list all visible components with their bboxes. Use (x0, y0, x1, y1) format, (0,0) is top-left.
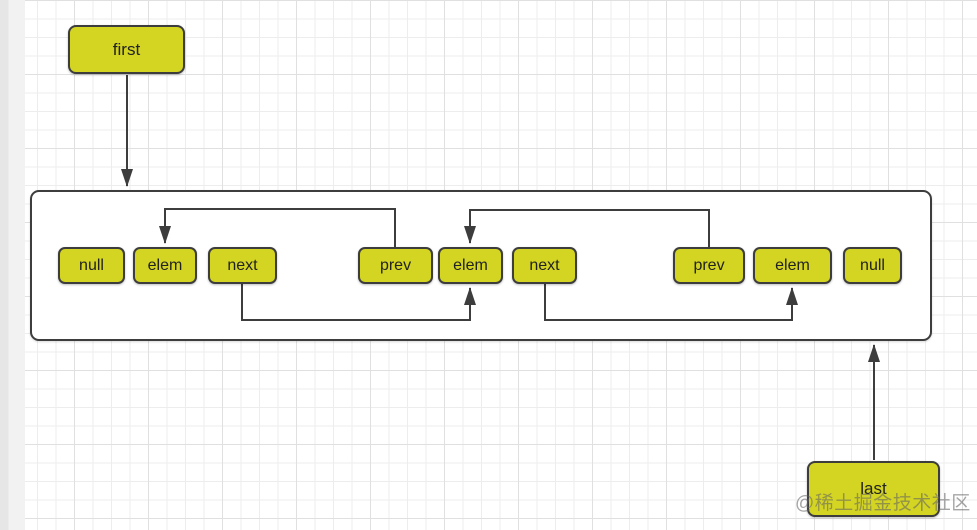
node-prev-2: prev (673, 247, 745, 284)
node-last-label: last (860, 479, 887, 498)
node-label: elem (147, 256, 183, 274)
node-label: null (860, 256, 885, 274)
node-elem-3: elem (753, 247, 832, 284)
node-label: next (529, 256, 560, 274)
connector-prev2-to-elem2 (464, 209, 710, 247)
connector-next2-to-elem3 (544, 284, 798, 321)
connector-next1-to-elem2 (241, 284, 476, 321)
node-label: null (79, 256, 104, 274)
node-last: last (807, 461, 940, 517)
node-first: first (68, 25, 185, 74)
node-label: elem (775, 256, 810, 274)
node-elem-1: elem (133, 247, 197, 284)
node-elem-2: elem (438, 247, 503, 284)
node-null-1: null (58, 247, 125, 284)
node-next-1: next (208, 247, 277, 284)
watermark: @稀土掘金技术社区 (795, 493, 971, 514)
canvas-left-edge (0, 0, 25, 530)
node-null-2: null (843, 247, 902, 284)
node-label: elem (453, 256, 488, 274)
node-label: prev (379, 256, 412, 274)
node-prev-1: prev (358, 247, 433, 284)
node-label: next (227, 256, 258, 274)
node-next-2: next (512, 247, 577, 284)
node-first-label: first (112, 39, 141, 59)
connector-prev1-to-elem1 (159, 208, 396, 247)
node-label: prev (693, 256, 725, 274)
